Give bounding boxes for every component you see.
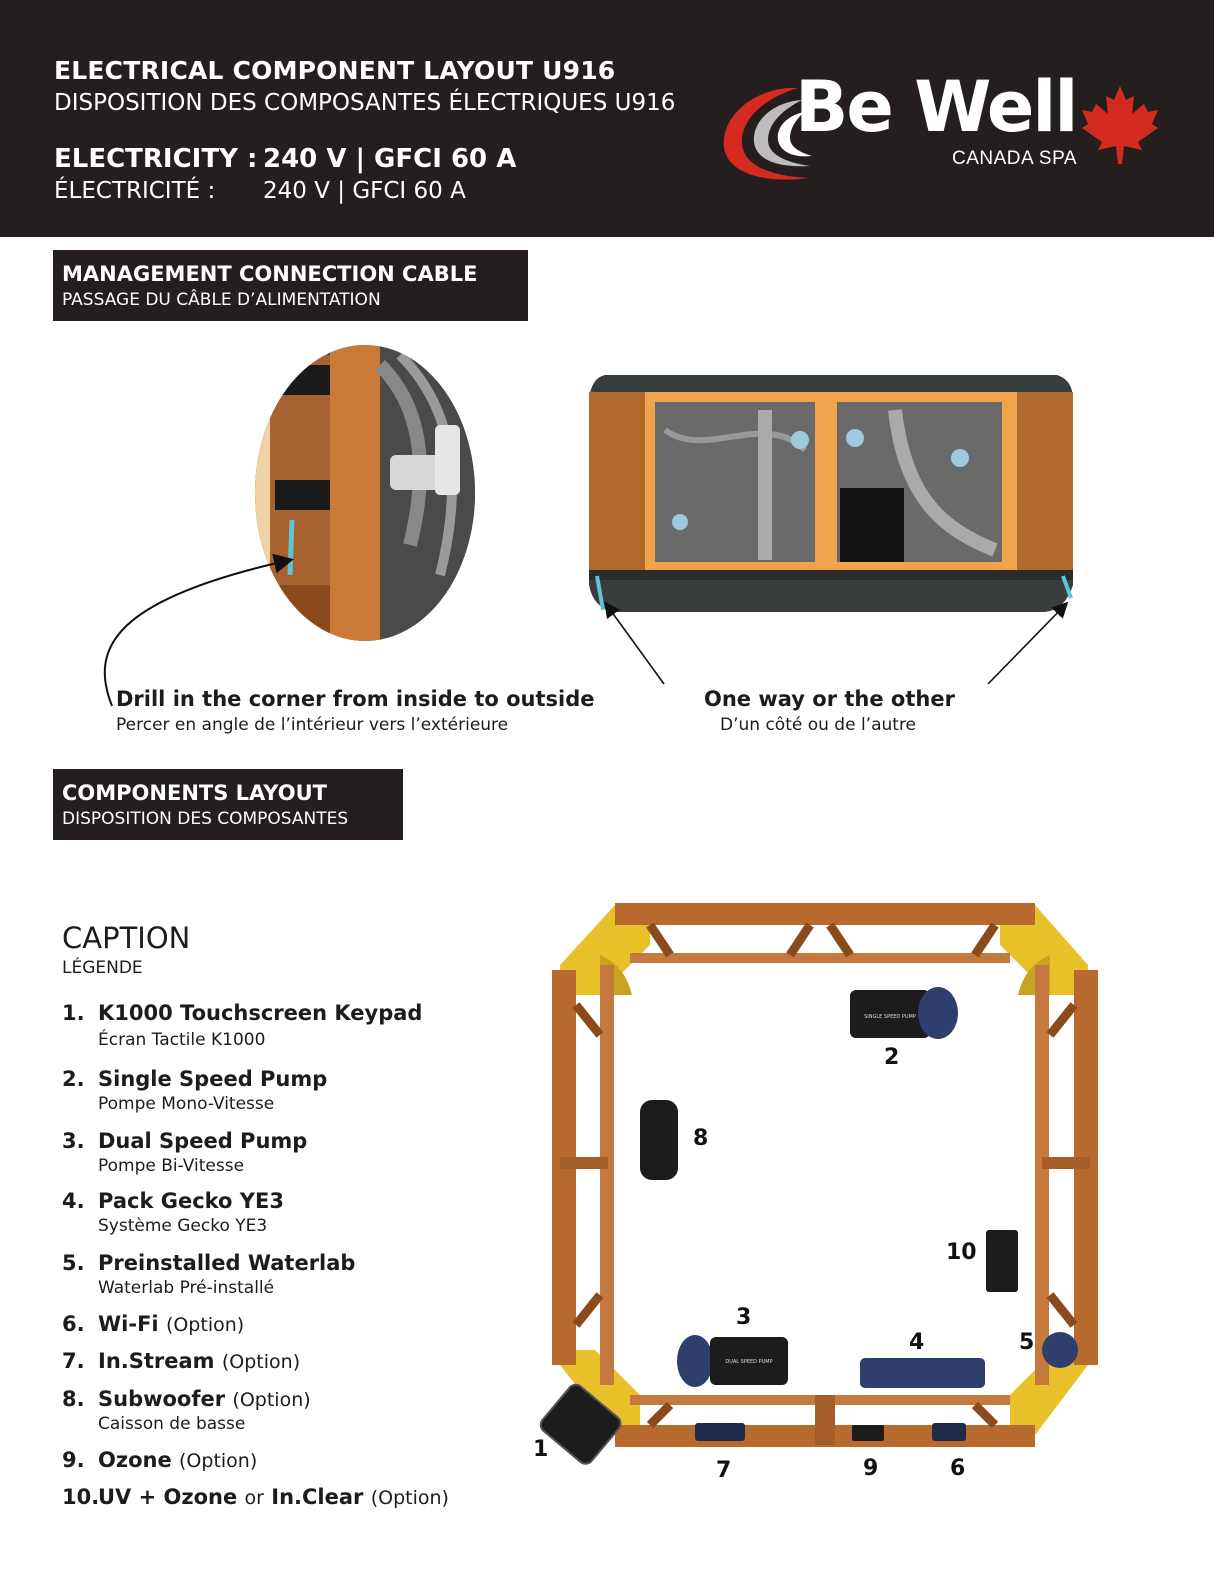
diagram-label-3: 3 [736, 1305, 752, 1330]
caption-item-label-text: UV + Ozone [98, 1485, 238, 1509]
caption-item-label: UV + Ozone or In.Clear (Option) [98, 1485, 449, 1509]
diagram-label-2: 2 [884, 1045, 900, 1070]
caption-item-number: 3. [62, 1129, 85, 1153]
caption-item-number: 5. [62, 1251, 85, 1275]
caption-item-label-fr: Écran Tactile K1000 [98, 1030, 266, 1050]
caption-item-label-text: Subwoofer [98, 1387, 226, 1411]
components-title: COMPONENTS LAYOUT [62, 781, 327, 805]
diagram-label-9: 9 [863, 1456, 879, 1481]
management-title: MANAGEMENT CONNECTION CABLE [62, 262, 478, 286]
diagram-label-10: 10 [946, 1240, 977, 1265]
page-subtitle: DISPOSITION DES COMPOSANTES ÉLECTRIQUES … [54, 90, 676, 116]
components-subtitle: DISPOSITION DES COMPOSANTES [62, 809, 349, 829]
drill-callout: Drill in the corner from inside to outsi… [116, 687, 595, 711]
either-callout-fr: D’un côté ou de l’autre [720, 715, 917, 735]
brand-name: Be Well [795, 66, 1078, 148]
caption-item-label: Preinstalled Waterlab [98, 1251, 356, 1275]
diagram-label-6: 6 [950, 1456, 966, 1481]
caption-item-number: 4. [62, 1189, 85, 1213]
caption-item-label-fr: Pompe Bi-Vitesse [98, 1156, 245, 1176]
caption-item-label-text: Wi-Fi [98, 1312, 159, 1336]
diagram-label-4: 4 [909, 1330, 925, 1355]
corner-detail-illustration [255, 345, 475, 641]
caption-item-label: In.Stream (Option) [98, 1349, 300, 1373]
diagram-label-5: 5 [1019, 1330, 1035, 1355]
caption-item-label-text-b: In.Clear [271, 1485, 364, 1509]
components-layout-diagram: SINGLE SPEED PUMP DUAL SPEED PUMP [539, 903, 1098, 1465]
electricity-value-fr: 240 V | GFCI 60 A [263, 178, 466, 204]
management-section-heading: MANAGEMENT CONNECTION CABLE PASSAGE DU C… [53, 250, 528, 321]
spa-top-view-illustration [589, 375, 1073, 612]
electricity-label: ELECTRICITY : [54, 144, 258, 174]
caption-item-label: Pack Gecko YE3 [98, 1189, 284, 1213]
maple-leaf-icon [1082, 86, 1158, 164]
caption-item-label: Ozone (Option) [98, 1448, 257, 1472]
caption-item-number: 7. [62, 1349, 85, 1373]
caption-item-label-text: Ozone [98, 1448, 172, 1472]
single-pump-label: SINGLE SPEED PUMP [864, 1014, 916, 1020]
caption-subtitle: LÉGENDE [62, 958, 143, 978]
drill-callout-fr: Percer en angle de l’intérieur vers l’ex… [116, 715, 509, 735]
dual-pump-label: DUAL SPEED PUMP [725, 1359, 772, 1365]
brand-tagline: CANADA SPA [952, 148, 1078, 169]
caption-item-label: Subwoofer (Option) [98, 1387, 311, 1411]
diagram-label-7: 7 [716, 1458, 732, 1483]
diagram-label-1: 1 [533, 1437, 549, 1462]
caption-item-option: (Option) [221, 1351, 301, 1373]
caption-item-label-text: In.Stream [98, 1349, 215, 1373]
caption-item-connector: or [244, 1487, 264, 1509]
caption-item-label-fr: Pompe Mono-Vitesse [98, 1094, 275, 1114]
caption-item-option: (Option) [179, 1450, 258, 1472]
caption-item-number: 2. [62, 1067, 85, 1091]
electricity-label-fr: ÉLECTRICITÉ : [54, 178, 216, 204]
caption-item-label-fr: Système Gecko YE3 [98, 1216, 268, 1236]
caption-item-label-fr: Waterlab Pré-installé [98, 1278, 275, 1298]
page-title: ELECTRICAL COMPONENT LAYOUT U916 [54, 56, 616, 85]
caption-item-option: (Option) [232, 1389, 311, 1411]
components-section-heading: COMPONENTS LAYOUT DISPOSITION DES COMPOS… [53, 769, 403, 840]
diagram-label-8: 8 [693, 1126, 709, 1151]
brand-swoosh-icon [723, 87, 812, 180]
electricity-value: 240 V | GFCI 60 A [263, 144, 517, 174]
management-subtitle: PASSAGE DU CÂBLE D’ALIMENTATION [62, 290, 381, 310]
either-callout: One way or the other [704, 687, 955, 711]
caption-item-option: (Option) [165, 1314, 245, 1336]
caption-item-number: 8. [62, 1387, 85, 1411]
caption-item-number: 9. [62, 1448, 85, 1472]
caption-item-label: K1000 Touchscreen Keypad [98, 1001, 423, 1025]
header-bar [0, 0, 1214, 237]
caption-item-label: Single Speed Pump [98, 1067, 328, 1091]
caption-item-number: 10. [62, 1485, 100, 1509]
caption-item-label: Wi-Fi (Option) [98, 1312, 244, 1336]
caption-item-number: 6. [62, 1312, 85, 1336]
caption-item-label: Dual Speed Pump [98, 1129, 308, 1153]
callout-arrows [103, 553, 1069, 707]
caption-item-label-fr: Caisson de basse [98, 1414, 246, 1434]
caption-item-number: 1. [62, 1001, 85, 1025]
caption-title: CAPTION [62, 921, 191, 955]
caption-item-option: (Option) [370, 1487, 449, 1509]
